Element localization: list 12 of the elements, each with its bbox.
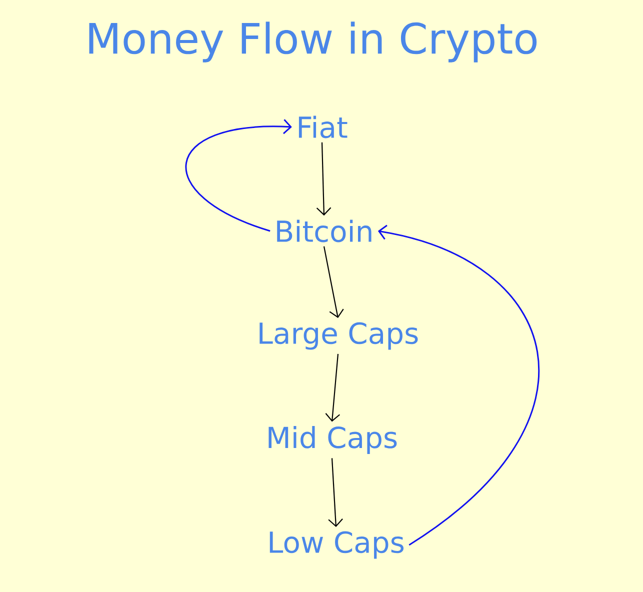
node-label: Bitcoin [277, 220, 372, 242]
node-label: Large Caps [260, 322, 418, 350]
node-label: Mid Caps [268, 426, 397, 454]
arrow [186, 119, 292, 232]
node-label: Low Caps [270, 531, 404, 559]
node-label: Fiat [298, 116, 348, 138]
arrow [316, 142, 332, 216]
arrow [378, 224, 539, 546]
arrow [323, 246, 344, 318]
arrow [325, 354, 340, 422]
arrow [328, 458, 343, 527]
title: Money Flow in Crypto [89, 22, 537, 62]
